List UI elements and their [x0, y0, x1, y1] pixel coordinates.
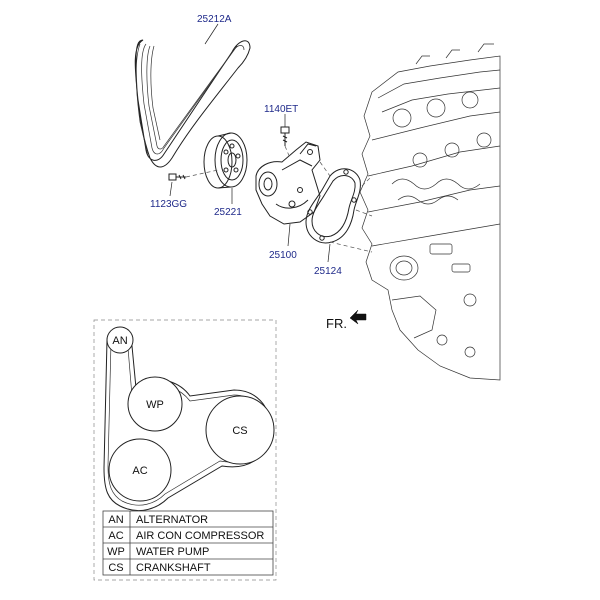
legend-table: AN ALTERNATOR AC AIR CON COMPRESSOR WP W… — [102, 510, 274, 576]
pulley-wp — [127, 376, 183, 432]
legend-name: AIR CON COMPRESSOR — [136, 530, 264, 542]
pulley-label-wp: WP — [146, 399, 164, 411]
belt-routing-inset: AN WP CS AC AN ALTERNATOR AC AIR CON COM… — [93, 319, 277, 581]
part-number-bolt-left: 1123GG — [150, 199, 187, 210]
part-number-labels: 25212A 1140ET 1123GG 25221 25100 25124 — [150, 14, 342, 277]
assembly-dashed-lines — [185, 145, 373, 253]
legend-code: AN — [108, 514, 123, 526]
drive-belt-drawing — [134, 39, 251, 168]
bolt-1140et-drawing — [280, 126, 290, 146]
pulley-an — [106, 326, 134, 354]
legend-code: CS — [108, 562, 123, 574]
pulley-label-cs: CS — [232, 425, 247, 437]
legend-name: CRANKSHAFT — [136, 562, 211, 574]
legend-code: WP — [107, 546, 125, 558]
part-number-bolt-top: 1140ET — [264, 104, 298, 115]
front-direction-label: FR. — [326, 316, 347, 331]
part-number-gasket: 25124 — [314, 266, 342, 277]
pulley-label-ac: AC — [132, 465, 147, 477]
legend-name: ALTERNATOR — [136, 514, 208, 526]
part-number-belt: 25212A — [197, 14, 232, 25]
pulley-label-an: AN — [112, 335, 127, 347]
inset-frame — [93, 319, 277, 581]
legend-name: WATER PUMP — [136, 546, 209, 558]
front-direction-indicator: FR. — [326, 309, 367, 331]
leader-lines — [169, 23, 331, 263]
front-arrow-icon — [349, 309, 367, 325]
water-pump-drawing — [255, 141, 321, 225]
part-number-water-pump: 25100 — [269, 250, 297, 261]
pulley-cs — [205, 395, 275, 465]
legend-code: AC — [108, 530, 123, 542]
engine-block-drawing — [359, 43, 501, 381]
pulley-ac — [108, 438, 172, 502]
part-number-pulley: 25221 — [214, 207, 242, 218]
pulley-25221-drawing — [203, 132, 248, 189]
gasket-25124-drawing — [305, 168, 361, 244]
bolt-1123gg-drawing — [168, 173, 186, 181]
